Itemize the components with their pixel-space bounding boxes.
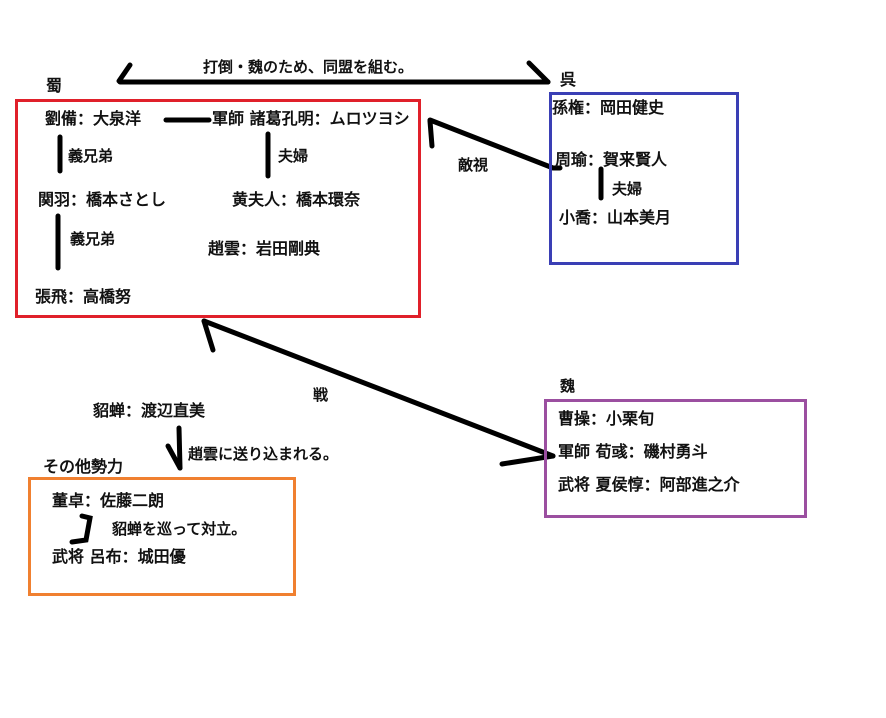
conflict-label: 貂蝉を巡って対立。 — [112, 520, 247, 538]
wu-title: 呉 — [560, 70, 577, 89]
xiahou-dun: 武将 夏侯惇：阿部進之介 — [558, 475, 740, 494]
huang-furen: 黄夫人：橋本環奈 — [232, 190, 361, 209]
wu-box — [549, 92, 739, 265]
war-label: 戦 — [313, 386, 329, 404]
guan-yu: 関羽：橋本さとし — [38, 190, 167, 209]
sent-label: 趙雲に送り込まれる。 — [188, 445, 339, 463]
liu-bei: 劉備：大泉洋 — [45, 109, 142, 128]
wei-title: 魏 — [560, 377, 576, 395]
rel-couple-shu: 夫婦 — [278, 147, 309, 165]
zhao-yun: 趙雲：岩田剛典 — [208, 239, 321, 258]
rivalry-arrow — [427, 117, 563, 171]
wei-box — [544, 399, 807, 518]
alliance-label: 打倒・魏のため、同盟を組む。 — [203, 58, 414, 76]
rel-sworn-brothers-1: 義兄弟 — [68, 147, 114, 165]
alliance-arrow — [116, 60, 551, 85]
lu-bu: 武将 呂布：城田優 — [52, 547, 186, 566]
others-title: その他勢力 — [43, 457, 124, 476]
rel-sworn-brothers-2: 義兄弟 — [70, 230, 116, 248]
rivalry-label: 敵視 — [458, 156, 489, 174]
rel-couple-wu: 夫婦 — [612, 180, 643, 198]
conflict-arrow — [69, 513, 93, 545]
zhuge-liang: 軍師 諸葛孔明：ムロツヨシ — [212, 109, 410, 128]
sent-arrow — [165, 425, 183, 471]
xun-yu: 軍師 荀彧：磯村勇斗 — [558, 442, 708, 461]
dong-zhuo: 董卓：佐藤二朗 — [52, 491, 165, 510]
zhou-yu: 周瑜：賀来賢人 — [555, 150, 668, 169]
xiao-qiao: 小喬：山本美月 — [559, 208, 672, 227]
shu-box — [15, 99, 421, 318]
cao-cao: 曹操：小栗旬 — [558, 409, 655, 428]
sun-quan: 孫権：岡田健史 — [552, 98, 665, 117]
shu-title: 蜀 — [46, 76, 63, 95]
others-box — [28, 477, 296, 596]
diaochan: 貂蝉：渡辺直美 — [93, 401, 206, 420]
zhang-fei: 張飛：高橋努 — [35, 287, 132, 306]
war-arrow — [201, 318, 556, 467]
